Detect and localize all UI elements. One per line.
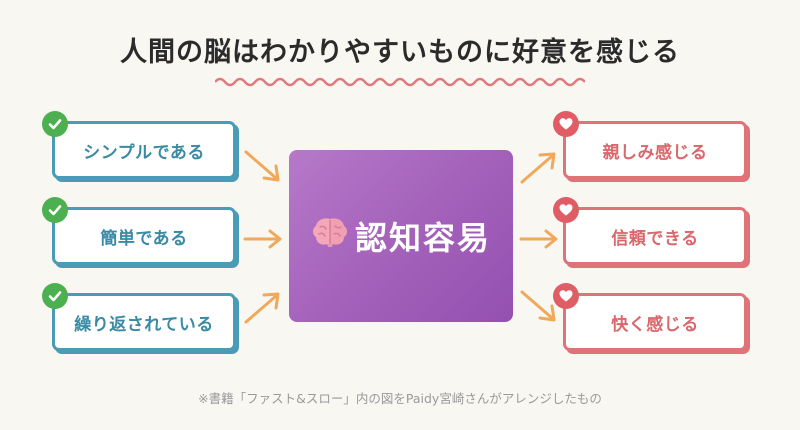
cognitive-ease-box: 認知容易 xyxy=(289,150,513,322)
cause-box-repeated: 繰り返されている xyxy=(52,293,236,351)
brain-icon xyxy=(311,216,349,256)
heart-icon xyxy=(553,197,579,223)
cause-box-simple: シンプルである xyxy=(52,121,236,179)
cause-label: 繰り返されている xyxy=(74,314,214,335)
arrow-icon xyxy=(519,229,558,249)
center-label: 認知容易 xyxy=(354,219,491,257)
arrow-icon xyxy=(244,292,280,324)
arrow-icon xyxy=(244,150,280,182)
arrow-icon xyxy=(520,152,556,184)
heart-icon xyxy=(553,283,579,309)
effect-label: 親しみ感じる xyxy=(602,142,708,163)
effect-label: 信頼できる xyxy=(611,228,699,249)
effect-box-trust: 信頼できる xyxy=(563,207,747,265)
effect-box-pleasant: 快く感じる xyxy=(563,293,747,351)
check-icon xyxy=(42,197,68,223)
arrow-icon xyxy=(243,229,282,249)
check-icon xyxy=(42,283,68,309)
arrow-icon xyxy=(520,290,556,322)
cause-label: 簡単である xyxy=(100,228,188,249)
check-icon xyxy=(42,111,68,137)
page-title: 人間の脳はわかりやすいものに好意を感じる xyxy=(120,37,680,68)
footnote: ※書籍「ファスト&スロー」内の図をPaidy宮崎さんがアレンジしたもの xyxy=(198,391,602,406)
effect-box-familiar: 親しみ感じる xyxy=(563,121,747,179)
effect-label: 快く感じる xyxy=(611,314,699,335)
cause-label: シンプルである xyxy=(83,142,205,163)
heart-icon xyxy=(553,111,579,137)
cause-box-easy: 簡単である xyxy=(52,207,236,265)
title-underline-squiggle xyxy=(215,77,585,87)
